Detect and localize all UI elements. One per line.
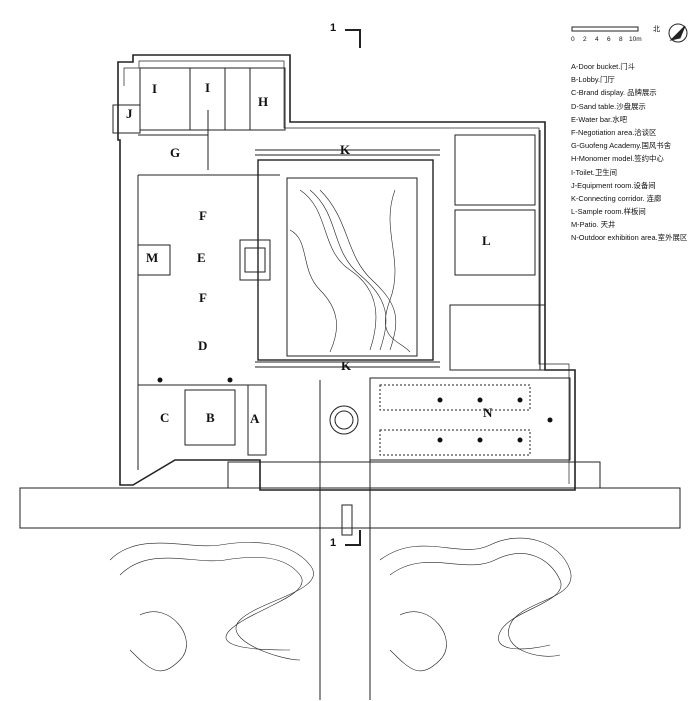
room-label-f-lower: F [199,290,207,305]
legend-item: H-Monomer model.签约中心 [571,154,664,164]
room-label-k-top: K [340,142,351,157]
room-label-i-right: I [205,80,211,95]
legend-item: C-Brand display. 品牌展示 [571,88,657,98]
room-label-d: D [198,338,208,353]
legend-item: G-Guofeng Academy.国风书舍 [571,141,672,151]
legend: A-Door bucket.门斗 B-Lobby.门厅 C-Brand disp… [571,60,696,245]
scale-tick: 10m [629,36,642,43]
legend-item: B-Lobby.门厅 [571,75,615,85]
room-label-e: E [197,250,206,265]
scale-tick: 0 [571,36,575,43]
legend-item: M-Patio. 天井 [571,220,616,230]
scale-tick: 4 [595,36,599,43]
legend-item: F-Negotiation area.洽谈区 [571,127,657,137]
north-arrow-icon: 北 [653,22,693,42]
section-marker-top: 1 [330,22,337,34]
north-label: 北 [653,26,660,33]
scale-tick: 8 [619,36,623,43]
legend-item: E-Water bar.水吧 [571,114,627,124]
scale-bar: 0 2 4 6 8 10m [571,24,696,48]
section-marker-bottom: 1 [330,537,337,549]
room-label-a: A [250,411,260,426]
room-label-n: N [483,405,493,420]
building-outline [117,54,576,491]
legend-item: K-Connecting corridor. 连廊 [571,193,662,203]
legend-item: N-Outdoor exhibition area.室外展区 [571,233,688,243]
scale-tick: 6 [607,36,611,43]
room-label-m: M [146,250,159,265]
room-label-i-left: I [152,81,158,96]
room-label-b: B [206,410,215,425]
scale-tick: 2 [583,36,587,43]
legend-item: J-Equipment room.设备间 [571,180,656,190]
room-label-h: H [258,94,269,109]
legend-item: A-Door bucket.门斗 [571,62,636,71]
legend-item: I-Toilet.卫生间 [571,167,617,177]
legend-item: L-Sample room.样板间 [571,207,646,217]
legend-item: D-Sand table.沙盘展示 [571,101,646,111]
patio-courtyard [257,159,434,361]
room-label-l: L [482,233,491,248]
room-label-f-upper: F [199,208,207,223]
room-label-k-bottom: K [341,358,352,373]
room-label-j: J [126,106,133,121]
room-label-g: G [170,145,181,160]
room-label-c: C [160,410,170,425]
